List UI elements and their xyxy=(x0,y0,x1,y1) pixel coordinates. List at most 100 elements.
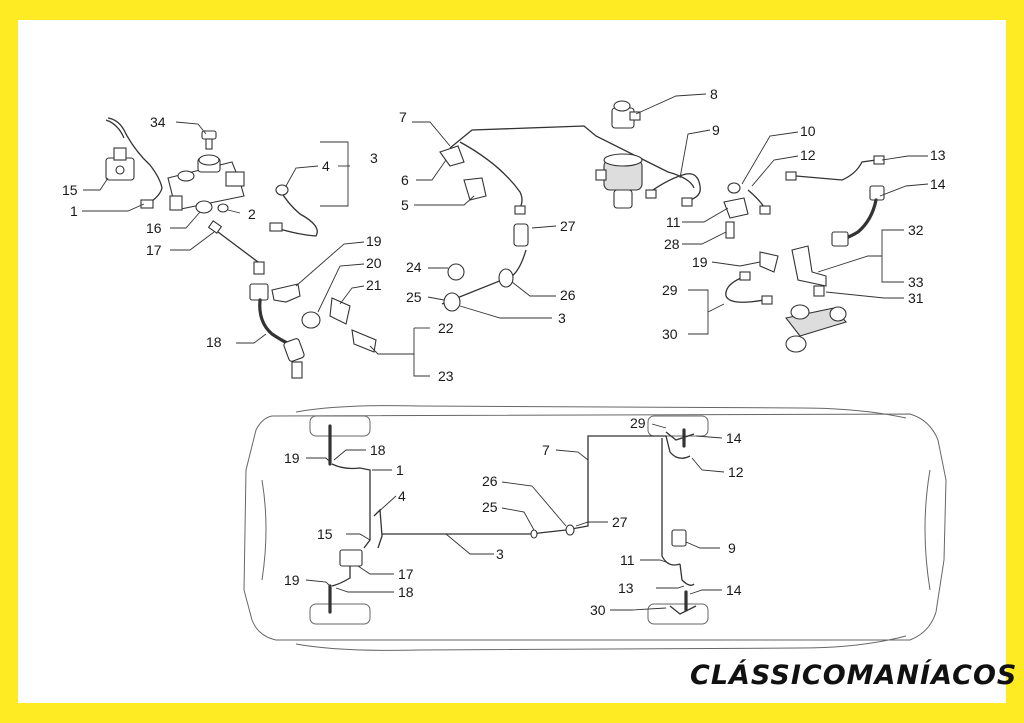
car-callout-13: 13 xyxy=(618,580,634,596)
part-11-junction xyxy=(723,197,749,219)
callout-2: 2 xyxy=(248,206,256,222)
car-callout-17: 17 xyxy=(398,566,414,582)
car-overview xyxy=(243,405,947,651)
callout-14: 14 xyxy=(930,176,946,192)
callout-20: 20 xyxy=(366,255,382,271)
car-callout-26: 26 xyxy=(482,473,498,489)
car-callout-25: 25 xyxy=(482,499,498,515)
part-8-valve xyxy=(611,100,641,129)
car-callout-4: 4 xyxy=(398,488,406,504)
car-side-line-top xyxy=(295,405,907,419)
pipe-29-fitting-a xyxy=(739,271,751,281)
part-32-33-bracket xyxy=(791,245,827,287)
part-5-clip xyxy=(463,177,487,201)
callout-4: 4 xyxy=(322,158,330,174)
callout-3: 3 xyxy=(370,150,378,166)
callout-18: 18 xyxy=(206,334,222,350)
car-callout-12: 12 xyxy=(728,464,744,480)
car-pipe-17 xyxy=(331,566,351,587)
part-31-bleeder xyxy=(813,285,825,297)
car-pipe-9 xyxy=(661,438,681,566)
pipe-fitting-1 xyxy=(140,199,154,209)
callout-31: 31 xyxy=(908,290,924,306)
hose-14-fitting-bottom xyxy=(831,231,849,247)
hose-18-top-fitting xyxy=(249,283,269,301)
pipe-4-clip xyxy=(275,184,289,196)
brand-watermark: CLÁSSICOMANÍACOS xyxy=(690,659,1017,691)
car-callout-15: 15 xyxy=(317,526,333,542)
car-pipe-13 xyxy=(679,563,695,586)
car-callout-7: 7 xyxy=(542,442,550,458)
exploded-view xyxy=(82,93,929,379)
car-callout-18a: 18 xyxy=(370,442,386,458)
brake-pipe-7-branch xyxy=(459,141,523,209)
callout-6: 6 xyxy=(401,172,409,188)
car-pipe-1 xyxy=(331,463,371,549)
callout-12: 12 xyxy=(800,147,816,163)
brake-pipe-29 xyxy=(725,275,765,303)
car-pipe-29 xyxy=(665,431,695,441)
hose-14-fitting-top xyxy=(869,185,885,201)
callout-19: 19 xyxy=(366,233,382,249)
callout-33: 33 xyxy=(908,274,924,290)
callout-17: 17 xyxy=(146,242,162,258)
callout-30: 30 xyxy=(662,326,678,342)
pipe-17-end xyxy=(253,261,265,275)
car-callout-11: 11 xyxy=(620,552,635,568)
hose-18-bottom-fitting xyxy=(283,338,305,362)
brake-pipe-7 xyxy=(449,125,695,189)
car-callout-29: 29 xyxy=(630,415,646,431)
callout-27: 27 xyxy=(560,218,576,234)
callout-32: 32 xyxy=(908,222,924,238)
part-27-connector xyxy=(513,223,529,247)
callout-22: 22 xyxy=(438,320,454,336)
callout-5: 5 xyxy=(401,197,409,213)
wheel-front-right xyxy=(309,603,371,625)
brake-pipe-13 xyxy=(795,159,877,181)
callout-26: 26 xyxy=(560,287,576,303)
part-19-clip xyxy=(271,283,301,303)
part-proportioning-valve xyxy=(595,153,643,209)
part-26-grommet xyxy=(498,268,514,288)
callout-21: 21 xyxy=(366,277,382,293)
callout-16: 16 xyxy=(146,220,162,236)
car-callout-14a: 14 xyxy=(726,430,742,446)
car-callout-19a: 19 xyxy=(284,450,300,466)
car-master-cylinder xyxy=(339,549,363,567)
callout-9: 9 xyxy=(712,122,720,138)
callout-13: 13 xyxy=(930,147,946,163)
pipe-29-fitting-b xyxy=(761,295,773,305)
car-grommet-26 xyxy=(565,524,575,536)
part-10-washer xyxy=(727,182,741,194)
car-pipe-30 xyxy=(669,605,697,615)
car-callout-27: 27 xyxy=(612,514,628,530)
pipe-9-fitting-b xyxy=(681,197,693,207)
pipe-17-fitting xyxy=(207,220,223,234)
wheel-rear-left xyxy=(647,415,709,437)
wheel-front-left xyxy=(309,415,371,437)
part-25-grommet xyxy=(443,292,461,312)
car-callout-9: 9 xyxy=(728,540,736,556)
diagram-panel xyxy=(18,20,1006,703)
callout-34: 34 xyxy=(150,114,166,130)
brake-pipe-4 xyxy=(275,189,318,237)
part-24-clip xyxy=(447,263,465,281)
exploded-callouts: 34 15 1 16 17 2 4 3 18 19 20 21 22 23 7 … xyxy=(62,86,946,384)
wheel-rear-right xyxy=(647,603,709,625)
part-28-bolt xyxy=(725,221,735,239)
callout-23: 23 xyxy=(438,368,454,384)
hose-18-banjo xyxy=(291,361,303,379)
pipe-7-fitting xyxy=(514,205,526,215)
car-side-line-bottom xyxy=(295,635,907,651)
callout-19b: 19 xyxy=(692,254,708,270)
car-rear-line xyxy=(924,469,931,591)
car-leader-lines xyxy=(305,423,725,611)
part-20-grommet xyxy=(301,311,321,329)
part-19-bracket xyxy=(759,251,779,273)
car-callout-14b: 14 xyxy=(726,582,742,598)
callout-7: 7 xyxy=(399,109,407,125)
car-callout-18b: 18 xyxy=(398,584,414,600)
part-15-bracket xyxy=(105,147,135,181)
part-master-cylinder xyxy=(167,154,245,211)
car-grommet-25 xyxy=(530,529,538,539)
